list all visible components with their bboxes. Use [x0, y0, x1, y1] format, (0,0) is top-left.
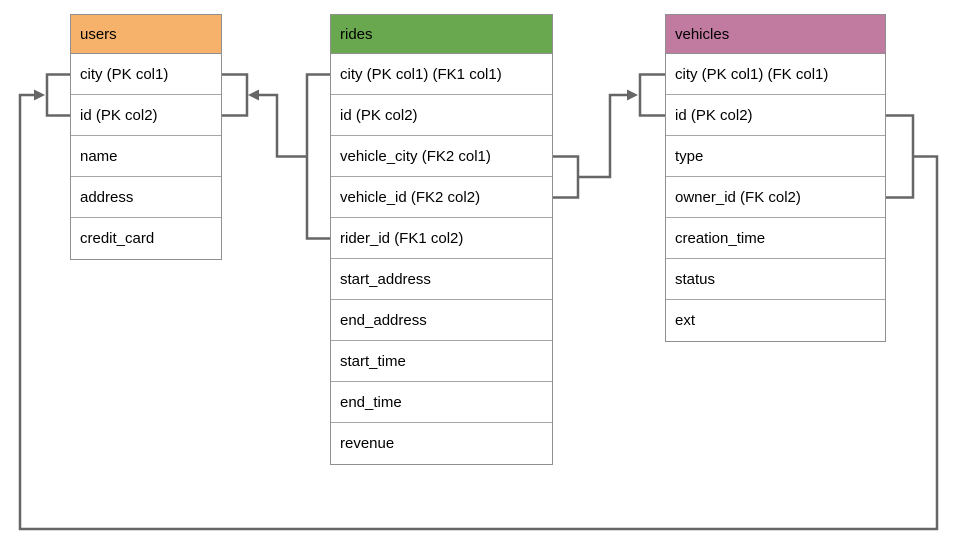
- users-column-row: id (PK col2): [71, 95, 221, 136]
- table-vehicles: vehicles city (PK col1) (FK col1)id (PK …: [665, 14, 886, 342]
- table-vehicles-rows: city (PK col1) (FK col1)id (PK col2)type…: [666, 54, 885, 341]
- rides-fk1-bracket: [305, 73, 330, 240]
- rides-column-row: vehicle_id (FK2 col2): [331, 177, 552, 218]
- vehicles-to-users-link: [18, 93, 939, 531]
- rides-column-row: city (PK col1) (FK1 col1): [331, 54, 552, 95]
- vehicles-pk-left-bracket: [638, 73, 665, 117]
- vehicles-column-row: owner_id (FK col2): [666, 177, 885, 218]
- table-vehicles-header: vehicles: [666, 15, 885, 54]
- rides-to-users-link: [259, 93, 307, 158]
- users-pk-left-bracket: [45, 73, 70, 117]
- vehicles-column-row: type: [666, 136, 885, 177]
- table-users-header: users: [71, 15, 221, 54]
- arrowhead-icon: [627, 89, 638, 101]
- table-rides-rows: city (PK col1) (FK1 col1)id (PK col2)veh…: [331, 54, 552, 464]
- rides-column-row: start_time: [331, 341, 552, 382]
- rides-column-row: revenue: [331, 423, 552, 464]
- rides-column-row: end_time: [331, 382, 552, 423]
- users-column-row: city (PK col1): [71, 54, 221, 95]
- rides-fk2-bracket: [553, 155, 580, 199]
- vehicles-column-row: status: [666, 259, 885, 300]
- users-column-row: credit_card: [71, 218, 221, 259]
- table-rides-header: rides: [331, 15, 552, 54]
- vehicles-column-row: city (PK col1) (FK col1): [666, 54, 885, 95]
- vehicles-column-row: creation_time: [666, 218, 885, 259]
- table-rides: rides city (PK col1) (FK1 col1)id (PK co…: [330, 14, 553, 465]
- rides-column-row: end_address: [331, 300, 552, 341]
- rides-column-row: id (PK col2): [331, 95, 552, 136]
- vehicles-column-row: id (PK col2): [666, 95, 885, 136]
- arrowhead-icon: [248, 89, 259, 101]
- users-column-row: address: [71, 177, 221, 218]
- rides-column-row: start_address: [331, 259, 552, 300]
- rides-column-row: rider_id (FK1 col2): [331, 218, 552, 259]
- vehicles-fk-bracket: [886, 114, 915, 199]
- rides-to-vehicles-link: [578, 93, 627, 179]
- users-column-row: name: [71, 136, 221, 177]
- rides-column-row: vehicle_city (FK2 col1): [331, 136, 552, 177]
- arrowhead-icon: [34, 89, 45, 101]
- vehicles-column-row: ext: [666, 300, 885, 341]
- users-pk-right-bracket: [222, 73, 249, 117]
